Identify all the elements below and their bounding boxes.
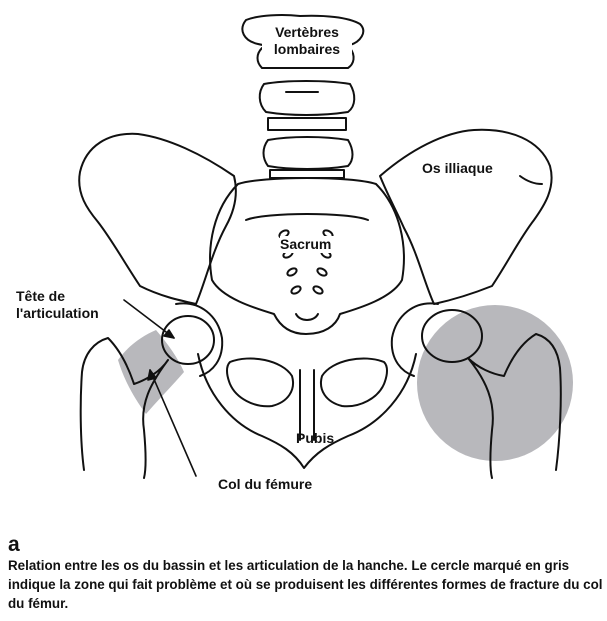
- pubis-label: Pubis: [296, 430, 356, 447]
- femur-neck-label: Col du fémure: [218, 476, 338, 493]
- sacrum-label: Sacrum: [280, 236, 360, 253]
- right-acetabulum: [176, 303, 222, 376]
- left-iliac-bone: [380, 130, 552, 304]
- figure-caption: Relation entre les os du bassin et les a…: [8, 556, 604, 613]
- pelvis-hip-diagram: [0, 0, 607, 530]
- sacrum-bone: [210, 178, 404, 334]
- problem-zone-left-hip-circle: [417, 305, 573, 461]
- iliac-label: Os illiaque: [422, 160, 532, 177]
- right-femoral-head: [162, 316, 214, 364]
- vertebrae-label: Vertèbres lombaires: [262, 24, 352, 58]
- pubis-bone: [198, 354, 416, 468]
- joint-head-label: Tête de l'articulation: [16, 288, 122, 322]
- panel-letter: a: [8, 533, 20, 557]
